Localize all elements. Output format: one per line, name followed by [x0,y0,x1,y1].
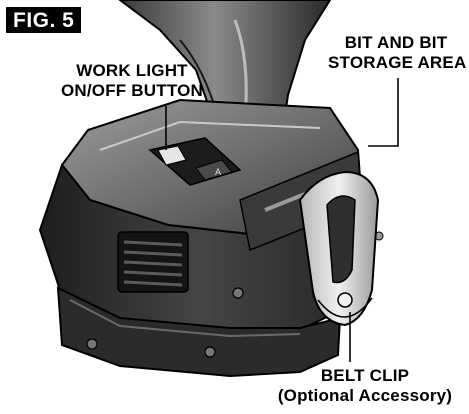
callout-belt-clip: BELT CLIP (Optional Accessory) [265,366,465,406]
vent-grille [117,231,189,293]
callout-belt-clip-line1: BELT CLIP [320,366,410,385]
belt-clip [298,170,380,327]
callout-work-light-line1: WORK LIGHT [76,61,188,80]
callout-work-light: WORK LIGHT ON/OFF BUTTON [42,61,222,101]
callout-bit-storage: BIT AND BIT STORAGE AREA [328,33,467,73]
callout-work-light-line2: ON/OFF BUTTON [60,81,204,100]
leader-lines [165,78,399,362]
callout-belt-clip-line2: (Optional Accessory) [277,386,453,405]
switch-glyph: A [215,167,221,177]
battery-body [38,162,363,378]
work-light-switch-panel: A [148,137,242,186]
callout-bit-storage-line2: STORAGE AREA [328,53,467,72]
figure-label: FIG. 5 [6,7,82,33]
leader-bit-storage [368,78,399,147]
callout-bit-storage-line1: BIT AND BIT [344,33,448,52]
